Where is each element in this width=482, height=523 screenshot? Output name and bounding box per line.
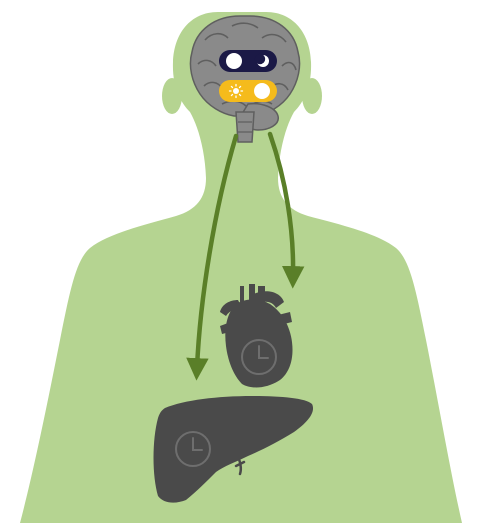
sun-icon: [230, 85, 243, 98]
night-toggle-icon: [219, 50, 277, 72]
day-toggle-icon: [219, 80, 277, 102]
